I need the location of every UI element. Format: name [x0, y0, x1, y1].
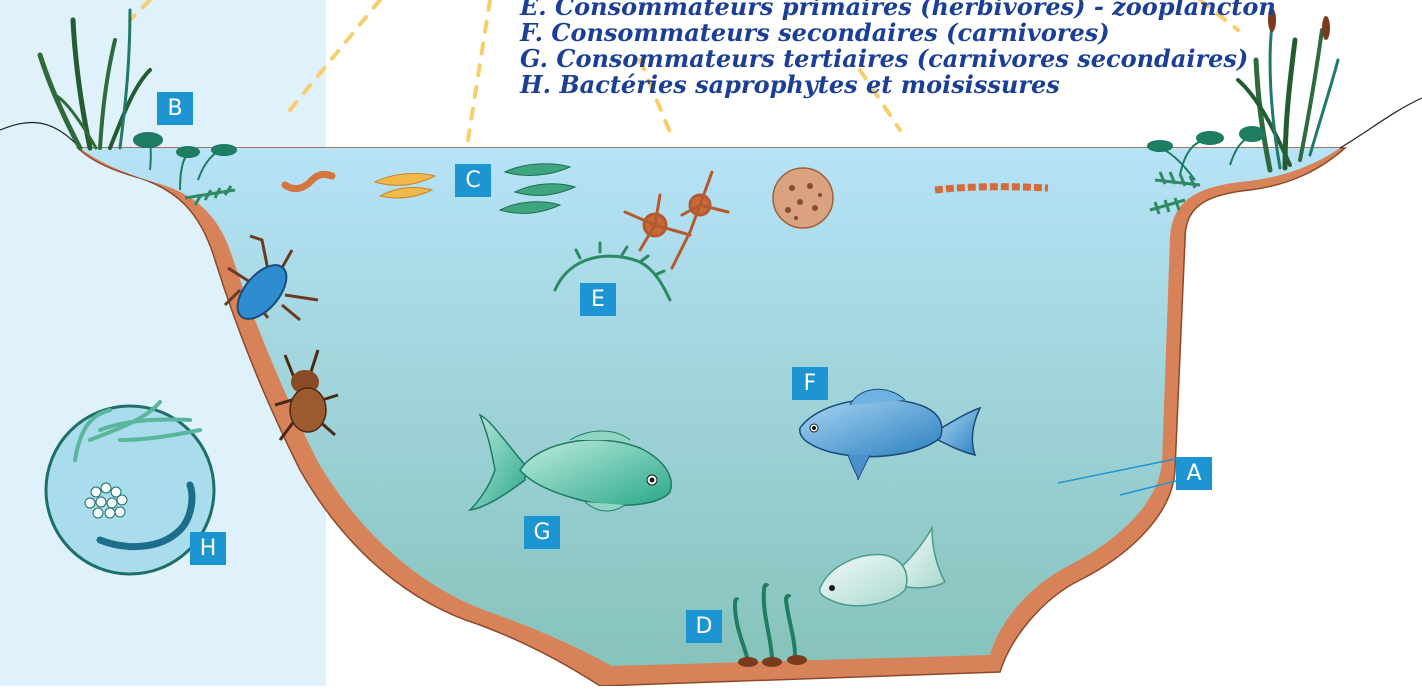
label-h: H	[190, 532, 226, 565]
legend: E. Consommateurs primaires (herbivores) …	[520, 0, 1380, 98]
legend-item-g: G. Consommateurs tertiaires (carnivores …	[520, 46, 1380, 72]
legend-item-e: E. Consommateurs primaires (herbivores) …	[520, 0, 1380, 20]
bacteria-colony	[773, 168, 833, 228]
label-b: B	[157, 92, 193, 125]
label-f: F	[792, 367, 828, 400]
label-g: G	[524, 516, 560, 549]
label-c: C	[455, 164, 491, 197]
label-a: A	[1176, 457, 1212, 490]
legend-item-h: H. Bactéries saprophytes et moisissures	[520, 72, 1380, 98]
label-d: D	[686, 610, 722, 643]
label-e: E	[580, 283, 616, 316]
legend-item-f: F. Consommateurs secondaires (carnivores…	[520, 20, 1380, 46]
